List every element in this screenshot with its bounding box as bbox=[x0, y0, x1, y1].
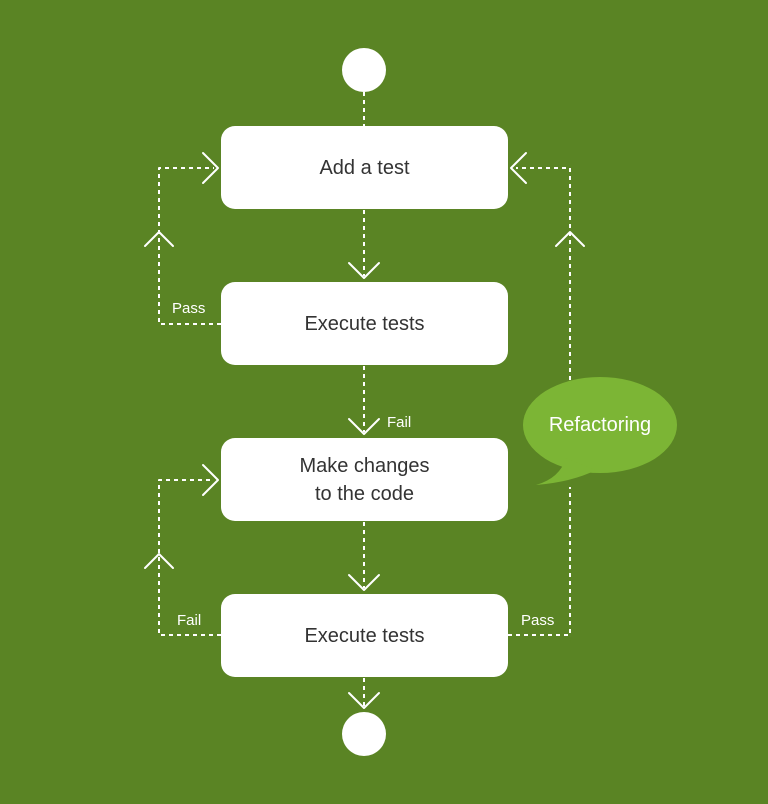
arrowhead-up-top-left bbox=[144, 231, 174, 247]
arrowhead-down-1 bbox=[348, 262, 380, 279]
fail-label-middle: Fail bbox=[387, 414, 412, 431]
end-node bbox=[342, 712, 386, 756]
start-node bbox=[342, 48, 386, 92]
add-test-box: Add a test bbox=[221, 126, 508, 209]
make-changes-label-line2: to the code bbox=[315, 482, 414, 505]
execute-tests-label-2: Execute tests bbox=[304, 624, 425, 647]
edge-pass-loop-top bbox=[158, 167, 221, 325]
edge-pass-refactor-upper bbox=[516, 167, 571, 380]
execute-tests-box-2: Execute tests bbox=[221, 594, 508, 677]
make-changes-label-line1: Make changes bbox=[299, 454, 430, 477]
arrowhead-left-add-test bbox=[510, 152, 527, 184]
arrowhead-right-add-test bbox=[202, 152, 219, 184]
execute-tests-label-1: Execute tests bbox=[304, 312, 425, 335]
arrowhead-right-make-changes bbox=[202, 464, 219, 496]
refactoring-bubble bbox=[523, 377, 677, 485]
edge-pass-refactor-lower bbox=[508, 487, 571, 636]
edge-fail-loop-bottom bbox=[158, 479, 221, 636]
execute-tests-box-1: Execute tests bbox=[221, 282, 508, 365]
arrowhead-down-3 bbox=[348, 574, 380, 591]
arrowhead-up-right bbox=[555, 231, 585, 247]
pass-label-bottom: Pass bbox=[521, 612, 555, 629]
arrowhead-down-4 bbox=[348, 692, 380, 709]
make-changes-box: Make changes to the code bbox=[221, 438, 508, 521]
refactoring-label: Refactoring bbox=[548, 414, 652, 436]
fail-label-bottom: Fail bbox=[177, 612, 202, 629]
arrowhead-up-bottom-left bbox=[144, 553, 174, 569]
arrowhead-down-2 bbox=[348, 418, 380, 435]
add-test-label: Add a test bbox=[319, 156, 410, 179]
pass-label-top: Pass bbox=[172, 300, 206, 317]
